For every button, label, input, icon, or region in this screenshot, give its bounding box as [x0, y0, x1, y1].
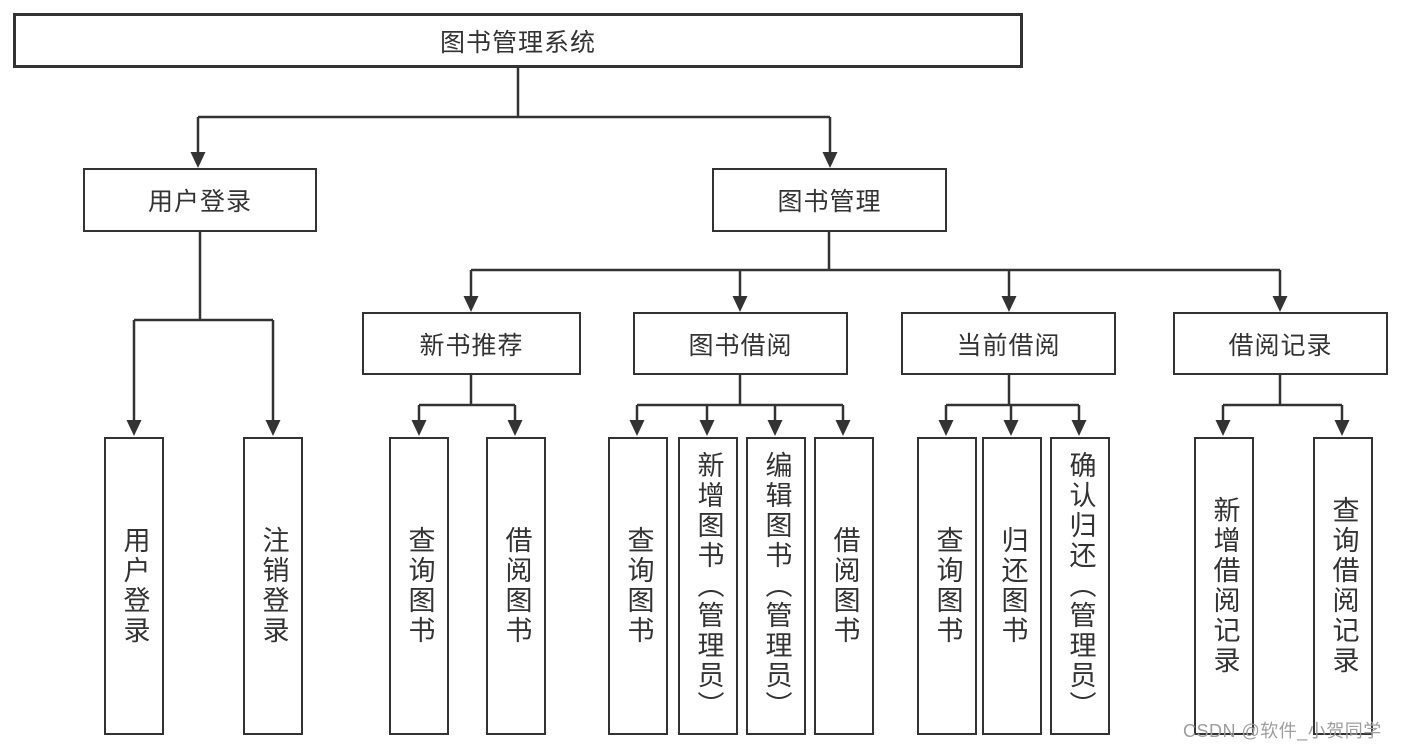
- connector-stems: [132, 66, 1344, 421]
- node-book-management: 图书管理: [712, 168, 947, 232]
- leaf-query-books-recommend: 查询图书: [389, 437, 449, 735]
- leaf-add-books-admin: 新增图书（管理员）: [678, 437, 738, 735]
- node-current-borrowing: 当前借阅: [901, 312, 1116, 375]
- leaf-user-login: 用户登录: [104, 437, 164, 735]
- node-root: 图书管理系统: [13, 13, 1023, 68]
- leaf-confirm-return-admin: 确认归还（管理员）: [1050, 437, 1110, 735]
- leaf-borrow-books-recommend: 借阅图书: [486, 437, 546, 735]
- leaf-query-books-borrow: 查询图书: [608, 437, 668, 735]
- leaf-return-books: 归还图书: [982, 437, 1042, 735]
- watermark: CSDN @软件_小贺同学: [1183, 721, 1382, 741]
- node-new-book-recommendation: 新书推荐: [362, 312, 581, 375]
- leaf-query-borrow-record: 查询借阅记录: [1313, 437, 1373, 735]
- node-book-borrowing: 图书借阅: [633, 312, 848, 375]
- node-user-login: 用户登录: [83, 168, 317, 232]
- leaf-logout: 注销登录: [243, 437, 303, 735]
- leaf-add-borrow-record: 新增借阅记录: [1194, 437, 1254, 735]
- leaf-query-books-current: 查询图书: [917, 437, 977, 735]
- leaf-borrow-books: 借阅图书: [814, 437, 874, 735]
- node-borrowing-records: 借阅记录: [1173, 312, 1388, 375]
- leaf-edit-books-admin: 编辑图书（管理员）: [746, 437, 806, 735]
